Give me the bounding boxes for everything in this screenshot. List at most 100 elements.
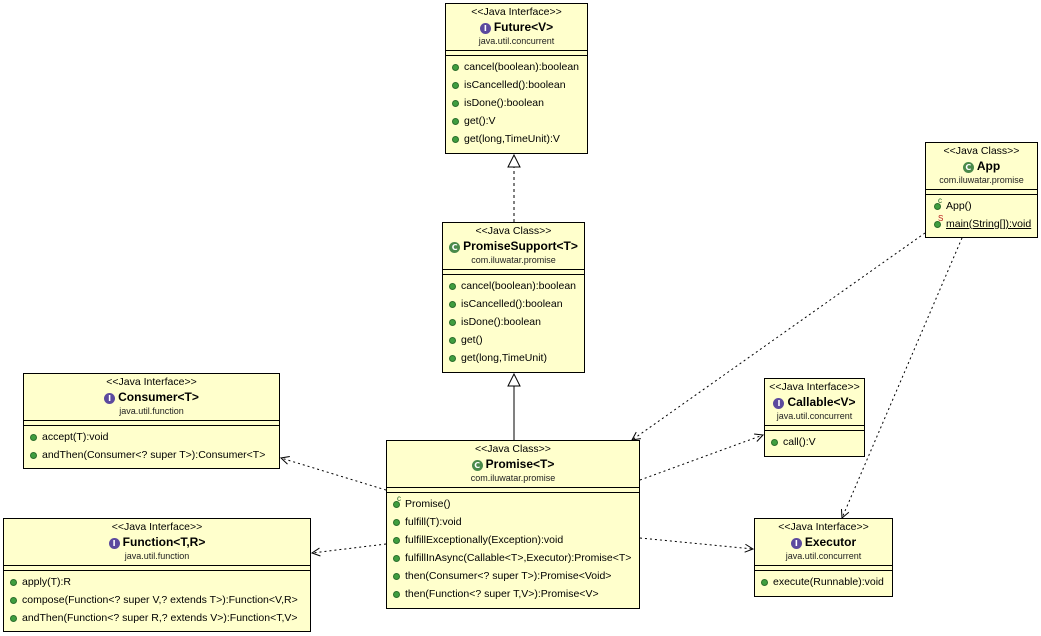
interface-icon: I [773, 398, 785, 409]
public-method-icon [771, 439, 778, 446]
attributes-compartment [926, 190, 1037, 195]
attributes-compartment [4, 566, 310, 571]
constructor-icon: c [393, 495, 401, 508]
operation[interactable]: execute(Runnable):void [755, 573, 892, 591]
package-label: java.util.concurrent [478, 36, 555, 46]
public-method-icon [449, 319, 456, 326]
attributes-compartment [755, 566, 892, 571]
public-method-icon [449, 283, 456, 290]
class-name: Future<V> [493, 20, 554, 34]
operation[interactable]: andThen(Function<? super R,? extends V>)… [4, 609, 310, 627]
attributes-compartment [446, 51, 587, 56]
public-method-icon [10, 615, 17, 622]
public-method-icon [449, 301, 456, 308]
operation[interactable]: accept(T):void [24, 428, 279, 446]
public-method-icon [761, 579, 768, 586]
class-name: App [976, 159, 1001, 173]
operation[interactable]: isDone():boolean [443, 313, 584, 331]
class-icon: C [471, 460, 483, 471]
operation[interactable]: cancel(boolean):boolean [443, 277, 584, 295]
interface-icon: I [479, 23, 491, 34]
stereotype-label: <<Java Interface>> [111, 521, 203, 533]
operations-compartment: accept(T):void andThen(Consumer<? super … [24, 426, 279, 466]
class-name: Executor [804, 535, 857, 549]
operation[interactable]: andThen(Consumer<? super T>):Consumer<T> [24, 446, 279, 464]
operations-compartment: cancel(boolean):boolean isCancelled():bo… [443, 275, 584, 369]
package-label: java.util.function [119, 406, 184, 416]
dependency-app-executor [842, 237, 963, 518]
operation[interactable]: get():V [446, 112, 587, 130]
class-icon: C [449, 242, 461, 253]
attributes-compartment [443, 270, 584, 275]
operation[interactable]: isCancelled():boolean [446, 76, 587, 94]
stereotype-label: <<Java Interface>> [769, 381, 860, 393]
operation[interactable]: fulfillExceptionally(Exception):void [387, 531, 639, 549]
package-label: com.iluwatar.promise [470, 473, 556, 483]
static-method-icon: S [934, 215, 943, 228]
operations-compartment: cancel(boolean):boolean isCancelled():bo… [446, 56, 587, 150]
public-method-icon [393, 591, 400, 598]
stereotype-label: <<Java Class>> [475, 443, 551, 455]
class-name: PromiseSupport<T> [463, 239, 578, 253]
operations-compartment: execute(Runnable):void [755, 571, 892, 593]
stereotype-label: <<Java Interface>> [778, 521, 869, 533]
stereotype-label: <<Java Interface>> [106, 376, 197, 388]
stereotype-label: <<Java Class>> [943, 145, 1020, 157]
package-label: com.iluwatar.promise [939, 175, 1024, 185]
class-name: Promise<T> [485, 457, 555, 471]
dependency-promise-function [312, 543, 387, 553]
operation[interactable]: fulfillInAsync(Callable<T>,Executor):Pro… [387, 549, 639, 567]
package-label: java.util.concurrent [776, 411, 853, 421]
realization-arrowhead [507, 153, 521, 168]
operation[interactable]: call():V [765, 433, 864, 451]
public-method-icon [452, 82, 459, 89]
dependency-promise-callable [639, 435, 763, 481]
public-method-icon [449, 337, 456, 344]
public-method-icon [393, 573, 400, 580]
dependency-promise-executor [639, 537, 753, 549]
interface-icon: I [104, 393, 116, 404]
public-method-icon [449, 355, 456, 362]
public-method-icon [452, 136, 459, 143]
operation[interactable]: get() [443, 331, 584, 349]
operation[interactable]: fulfill(T):void [387, 513, 639, 531]
generalization-arrowhead [507, 372, 521, 387]
operation[interactable]: then(Consumer<? super T>):Promise<Void> [387, 567, 639, 585]
operation[interactable]: then(Function<? super T,V>):Promise<V> [387, 585, 639, 603]
public-method-icon [393, 555, 400, 562]
package-label: com.iluwatar.promise [471, 255, 556, 265]
operation[interactable]: isDone():boolean [446, 94, 587, 112]
operations-compartment: call():V [765, 431, 864, 453]
operation[interactable]: get(long,TimeUnit):V [446, 130, 587, 148]
operation[interactable]: isCancelled():boolean [443, 295, 584, 313]
operation[interactable]: get(long,TimeUnit) [443, 349, 584, 367]
attributes-compartment [24, 421, 279, 426]
dependency-promise-consumer [281, 458, 387, 491]
public-method-icon [452, 64, 459, 71]
public-method-icon [30, 452, 37, 459]
stereotype-label: <<Java Class>> [475, 225, 552, 237]
package-label: java.util.concurrent [785, 551, 862, 561]
public-method-icon [393, 537, 400, 544]
interface-icon: I [790, 538, 802, 549]
public-method-icon [10, 597, 17, 604]
operation[interactable]: cancel(boolean):boolean [446, 58, 587, 76]
interface-icon: I [108, 538, 120, 549]
operation[interactable]: compose(Function<? super V,? extends T>)… [4, 591, 310, 609]
public-method-icon [452, 118, 459, 125]
operation[interactable]: apply(T):R [4, 573, 310, 591]
